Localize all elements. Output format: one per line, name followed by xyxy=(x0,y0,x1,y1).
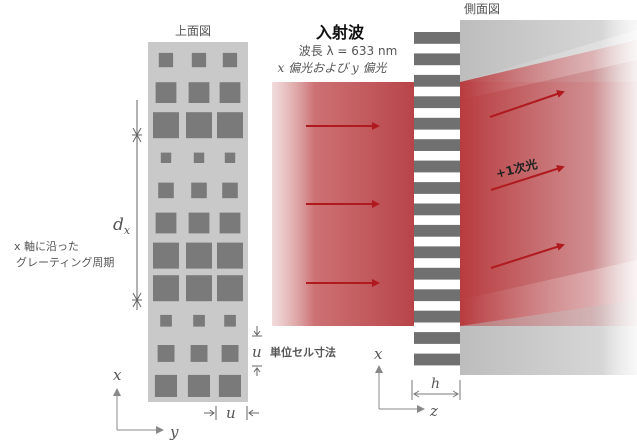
grating-bar xyxy=(414,53,460,66)
incident-arrows xyxy=(306,122,380,287)
pillar xyxy=(217,242,243,269)
pillar xyxy=(191,182,207,199)
pillar xyxy=(221,345,239,362)
period-label-line1: x 軸に沿った xyxy=(14,239,79,253)
grating-bar xyxy=(414,160,460,173)
pillar xyxy=(155,82,177,103)
side-view-title: 側面図 xyxy=(464,2,500,16)
grating-bar xyxy=(414,224,460,237)
pillar xyxy=(190,345,208,362)
grating-bars xyxy=(414,32,460,366)
top-view-title: 上面図 xyxy=(175,24,211,38)
pillar xyxy=(153,275,179,302)
thickness-dimension xyxy=(411,380,461,400)
pillar xyxy=(193,152,205,163)
grating-bar xyxy=(414,32,460,44)
pillar xyxy=(186,112,212,139)
pillar xyxy=(217,275,243,302)
incident-wave-title: 入射波 xyxy=(316,23,365,42)
bottom-unit-dimension xyxy=(204,406,259,420)
pillar xyxy=(224,152,236,163)
polarization-label: x 偏光および y 偏光 xyxy=(277,61,387,75)
wavelength-label: 波長 λ = 633 nm xyxy=(299,44,398,58)
pillar xyxy=(193,314,205,327)
pillar xyxy=(186,275,212,302)
thickness-symbol: h xyxy=(431,376,440,392)
grating-bar xyxy=(414,96,460,109)
side-axis-x-label: x xyxy=(374,345,383,363)
period-symbol: dx xyxy=(113,215,131,237)
grating-bar xyxy=(414,182,460,194)
ghost-beam-top xyxy=(460,30,637,100)
pillar xyxy=(158,182,174,199)
pillar xyxy=(160,314,172,327)
period-dimension xyxy=(132,100,142,310)
unit-label: 単位セル寸法 xyxy=(270,345,336,359)
grating-bar xyxy=(414,74,460,87)
grating-bar xyxy=(414,353,460,366)
grating-bar xyxy=(414,310,460,323)
pillar-array xyxy=(153,52,243,397)
unit-symbol: u xyxy=(252,343,262,361)
grating-bar xyxy=(414,289,460,302)
pillar xyxy=(222,182,238,199)
pillar xyxy=(188,212,210,234)
bottom-unit-symbol: u xyxy=(226,404,236,422)
pillar xyxy=(218,374,241,397)
diffracted-arrows xyxy=(489,90,565,269)
grating-bar xyxy=(414,203,460,216)
pillar xyxy=(219,82,241,103)
pillar xyxy=(217,112,243,139)
grating-bar xyxy=(414,267,460,280)
pillar xyxy=(219,212,241,234)
top-axis-x-label: x xyxy=(113,366,122,384)
ghost-beam-bottom xyxy=(460,260,637,326)
pillar xyxy=(158,52,174,68)
unit-dimension xyxy=(252,326,262,376)
grating-bar xyxy=(414,117,460,130)
pillar xyxy=(157,345,175,362)
grating-bar xyxy=(414,332,460,344)
grating-bar xyxy=(414,139,460,151)
pillar xyxy=(191,52,207,68)
top-axis-y-label: y xyxy=(169,423,179,441)
side-view-axes xyxy=(375,365,425,413)
pillar xyxy=(186,242,212,269)
pillar xyxy=(188,82,210,103)
pillar xyxy=(224,314,236,327)
pillar xyxy=(222,52,238,68)
pillar xyxy=(187,374,210,397)
pillar xyxy=(154,374,177,397)
period-label-line2: グレーティング周期 xyxy=(16,255,114,269)
pillar xyxy=(153,112,179,139)
side-axis-z-label: z xyxy=(429,402,438,420)
pillar xyxy=(160,152,172,163)
grating-bar xyxy=(414,246,460,259)
pillar xyxy=(155,212,177,234)
top-view-axes xyxy=(113,388,164,434)
pillar xyxy=(153,242,179,269)
